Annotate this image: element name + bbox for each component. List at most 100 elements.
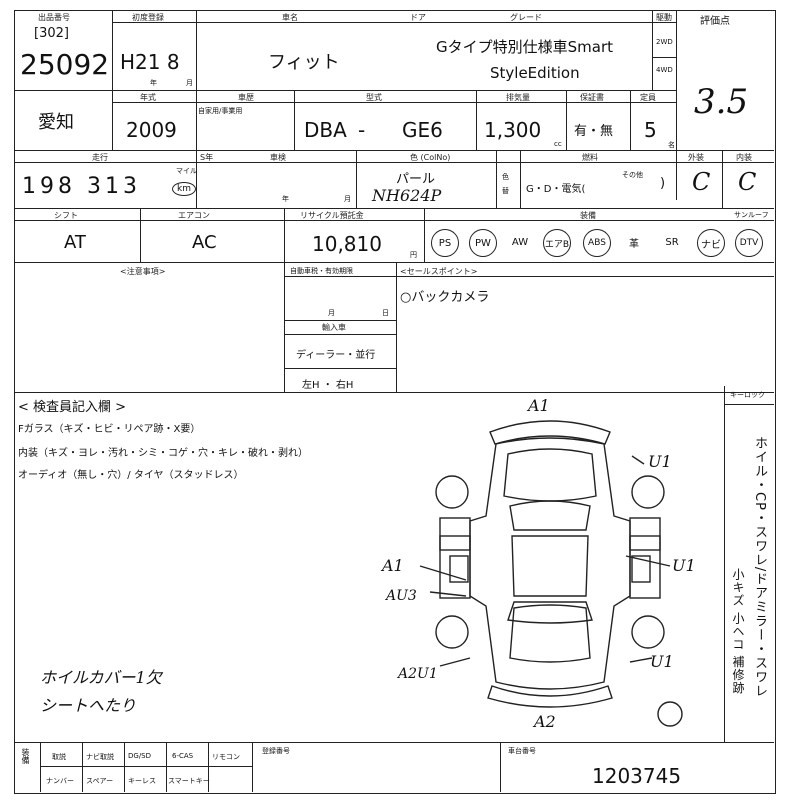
recycle-label: リサイクル預託金: [300, 211, 364, 220]
label-strip: [14, 162, 774, 163]
first-reg-month: 月: [186, 79, 193, 87]
drive-4wd: 4WD: [656, 66, 673, 74]
col-divider: [424, 208, 425, 262]
ac-label: エアコン: [178, 211, 210, 220]
diagram-mark-front: A1: [528, 396, 550, 415]
sheet-frame: [14, 10, 776, 794]
footer-col: [82, 742, 83, 792]
col-divider: [396, 262, 397, 392]
drive-divider: [652, 57, 676, 58]
row-divider: [14, 392, 774, 393]
row-divider: [14, 742, 774, 743]
displacement-unit: cc: [554, 140, 562, 148]
equip-ps: PS: [431, 229, 459, 257]
fuel-close: ): [660, 176, 666, 191]
ac-value: AC: [192, 232, 217, 253]
sales-point-label: <セールスポイント>: [400, 267, 478, 276]
col-divider: [724, 386, 725, 742]
label-strip: [112, 22, 676, 23]
color-label: 色 (ColNo): [410, 153, 451, 162]
car-damage-diagram: [419, 420, 683, 727]
shaken-year: 年: [282, 195, 289, 203]
grade-label: グレード: [510, 13, 542, 22]
handle-value: 左H ・ 右H: [302, 380, 354, 391]
footer-item-keyless: キーレス: [128, 777, 156, 785]
score-label: 評価点: [700, 16, 730, 27]
col-divider: [196, 150, 197, 208]
equip-pw: PW: [469, 229, 497, 257]
footer-item-smartkey: スマートキー: [168, 777, 210, 785]
inspection-title: < 検査員記入欄 >: [18, 400, 127, 415]
notes-label: <注意事項>: [120, 267, 166, 276]
tax-expiry-day: 日: [382, 309, 389, 317]
grade-line2: StyleEdition: [490, 64, 580, 82]
footer-col: [166, 742, 167, 792]
row-divider: [14, 150, 676, 151]
keylock-label: キーロック: [730, 391, 765, 399]
tax-expiry-label: 自動車税・有効期限: [290, 267, 353, 275]
type-prefix: DBA: [304, 118, 347, 142]
col-divider: [284, 262, 285, 392]
footer-col: [40, 742, 41, 792]
equipment-label: 装備: [580, 211, 596, 220]
registration-label: 登録番号: [262, 747, 290, 755]
type-label: 型式: [366, 93, 382, 102]
col-divider: [496, 150, 497, 208]
first-reg-value: H21 8: [120, 50, 180, 74]
handwritten-note-wheelcap: ホイルカバー1欠: [40, 668, 162, 687]
recycle-unit: 円: [410, 251, 417, 259]
equip-sr: SR: [665, 236, 679, 248]
shaken-month: 月: [344, 195, 351, 203]
chassis-number: 1203745: [592, 764, 682, 788]
import-label: 輸入車: [322, 323, 346, 332]
mileage-label: 走行: [92, 153, 108, 162]
color-change-label: 色替: [502, 173, 509, 195]
exterior-label: 外装: [688, 153, 704, 162]
diagram-mark-right-top: U1: [648, 452, 672, 471]
equip-navi: ナビ: [697, 229, 725, 257]
warranty-value: 有・無: [574, 124, 614, 139]
inspection-line-interior: 内装（キズ・ヨレ・汚れ・シミ・コゲ・穴・キレ・破れ・剥れ）: [18, 448, 308, 459]
footer-item-remote: リモコン: [212, 753, 240, 761]
color-number: NH624P: [372, 186, 442, 205]
carname-value: フィット: [268, 52, 340, 73]
score-value: 3.5: [694, 82, 749, 122]
col-divider: [676, 10, 677, 200]
history-label: 車歴: [238, 93, 254, 102]
footer-item-manual: 取説: [52, 753, 66, 761]
area-value: 愛知: [38, 112, 74, 133]
shift-value: AT: [64, 232, 86, 253]
footer-col: [252, 742, 253, 792]
recycle-value: 10,810: [312, 232, 382, 256]
row-divider: [676, 150, 774, 151]
capacity-value: 5: [644, 118, 657, 142]
col-divider: [722, 150, 723, 208]
diagram-mark-left-a2u1: A2U1: [398, 666, 438, 682]
row-divider: [14, 208, 774, 209]
row-divider: [284, 368, 396, 369]
tax-expiry-month: 月: [328, 309, 335, 317]
exterior-value: C: [692, 168, 711, 196]
footer-item-number: ナンバー: [46, 777, 74, 785]
label-strip: [112, 102, 676, 103]
vertical-damage-codes: 小キズ 小ヘコ 補修跡: [731, 568, 745, 695]
sales-point-value: ○バックカメラ: [400, 290, 490, 305]
footer-item-spare: スペアー: [86, 777, 114, 785]
row-divider: [284, 334, 396, 335]
col-divider: [196, 10, 197, 90]
diagram-mark-left-a1: A1: [382, 556, 404, 575]
col-divider: [476, 90, 477, 150]
col-divider: [566, 90, 567, 150]
row-divider: [14, 262, 774, 263]
year-value: 2009: [126, 118, 177, 142]
col-divider: [630, 90, 631, 150]
lot-prefix: [302]: [34, 26, 69, 41]
drive-2wd: 2WD: [656, 38, 673, 46]
sunroof-label: サンルーフ: [734, 211, 769, 219]
grade-line1: Gタイプ特別仕様車Smart: [436, 38, 613, 56]
type-dash: -: [358, 118, 366, 142]
mileage-unit-km: km: [172, 182, 196, 196]
shaken-label: 車検: [270, 153, 286, 162]
diagram-mark-left-au3: AU3: [386, 588, 417, 604]
